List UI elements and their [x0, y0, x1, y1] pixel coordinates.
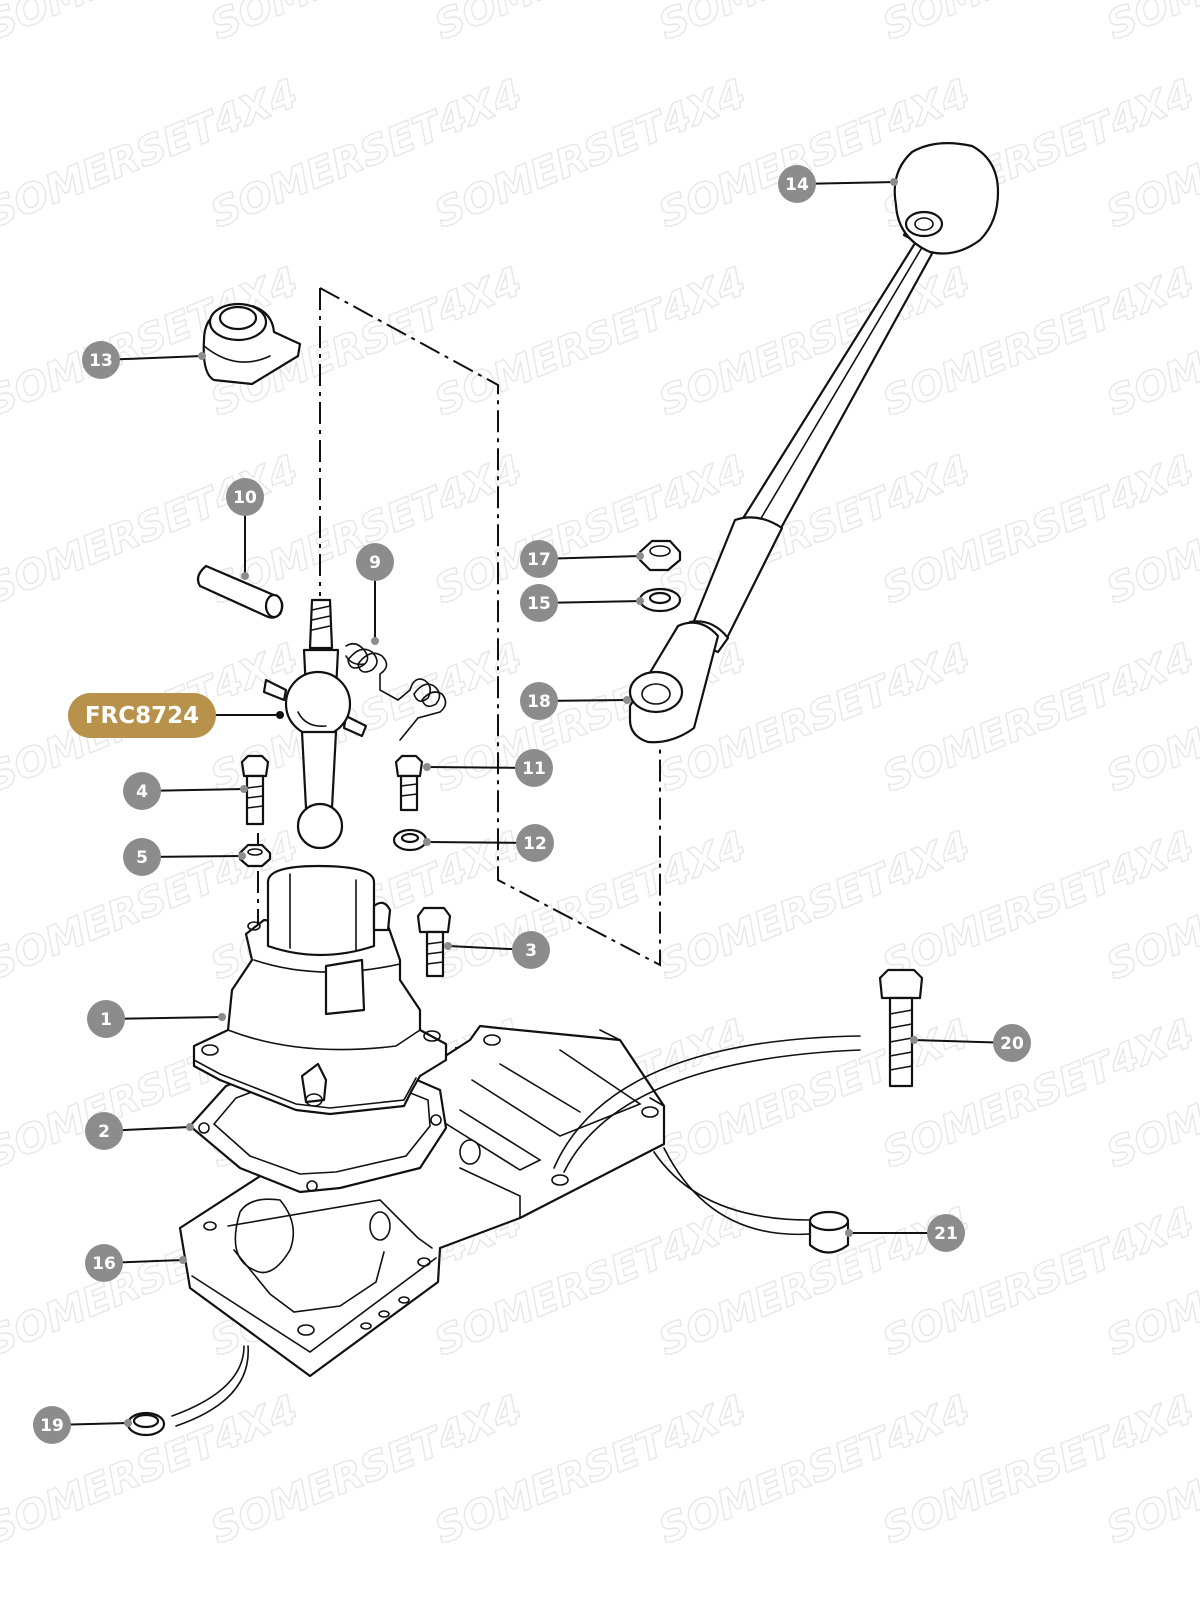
callout-20[interactable]: 20 [910, 1024, 1031, 1062]
callout-badge-5 [123, 838, 161, 876]
callout-21[interactable]: 21 [845, 1214, 965, 1252]
roll-pin[interactable] [196, 564, 284, 619]
callout-15[interactable]: 15 [520, 584, 644, 622]
bush-spacer[interactable] [808, 1210, 850, 1254]
callout-number-11: 11 [522, 759, 546, 779]
callout-14[interactable]: 14 [778, 165, 898, 203]
housing-bolt-top[interactable] [240, 754, 270, 826]
callout-badge-11 [515, 749, 553, 787]
callout-number-14: 14 [785, 175, 809, 195]
leader-dot-17 [636, 552, 644, 560]
callout-number-5: 5 [136, 848, 148, 868]
leader-dot-4 [240, 785, 248, 793]
callout-number-19: 19 [40, 1416, 64, 1436]
housing-nut[interactable] [238, 843, 272, 868]
part-number-label: FRC8724 [85, 703, 199, 729]
callout-badge-18 [520, 682, 558, 720]
callout-badge-2 [85, 1112, 123, 1150]
callout-badge-3 [512, 931, 550, 969]
callout-badge-12 [516, 824, 554, 862]
callout-badge-15 [520, 584, 558, 622]
callout-number-20: 20 [1000, 1034, 1024, 1054]
leader-dot-5 [238, 852, 246, 860]
callout-number-2: 2 [98, 1122, 110, 1142]
leader-dot-1 [218, 1013, 226, 1021]
leader-dot-16 [179, 1256, 187, 1264]
callout-number-4: 4 [136, 782, 148, 802]
callout-badge-21 [927, 1214, 965, 1252]
lever-washer[interactable] [638, 587, 682, 613]
lower-gear-lever-frc8724[interactable] [262, 598, 368, 850]
gear-change-housing[interactable] [192, 864, 448, 1116]
leader-dot-19 [124, 1419, 132, 1427]
callout-number-12: 12 [523, 834, 547, 854]
callout-12[interactable]: 12 [423, 824, 554, 862]
retainer-washer[interactable] [392, 828, 428, 852]
lever-spring[interactable] [345, 642, 447, 741]
callout-19[interactable]: 19 [33, 1406, 132, 1444]
callout-number-16: 16 [92, 1254, 116, 1274]
leader-dot-10 [241, 572, 249, 580]
lever-nut[interactable] [638, 539, 682, 572]
callout-5[interactable]: 5 [123, 838, 246, 876]
housing-bolt-side[interactable] [416, 906, 452, 978]
callout-number-3: 3 [525, 941, 537, 961]
leader-dot-9 [371, 637, 379, 645]
callout-number-10: 10 [233, 488, 257, 508]
retainer-bolt[interactable] [394, 754, 424, 812]
callout-number-21: 21 [934, 1224, 958, 1244]
callout-16[interactable]: 16 [85, 1244, 187, 1282]
leader-dot-2 [186, 1123, 194, 1131]
callout-17[interactable]: 17 [520, 540, 644, 578]
watermark-layer: SOMERSET4X4SOMERSET4X4SOMERSET4X4SOMERSE… [0, 0, 1200, 1554]
hidden-fixing-lines [171, 1035, 861, 1427]
gaiter-boot[interactable] [202, 302, 302, 386]
callout-number-1: 1 [100, 1010, 112, 1030]
callout-1[interactable]: 1 [87, 1000, 226, 1038]
callout-number-17: 17 [527, 550, 551, 570]
callout-3[interactable]: 3 [444, 931, 550, 969]
callout-number-9: 9 [369, 553, 381, 573]
callout-badge-19 [33, 1406, 71, 1444]
leader-dot-14 [890, 178, 898, 186]
callout-badge-10 [226, 478, 264, 516]
callout-badge-16 [85, 1244, 123, 1282]
callout-2[interactable]: 2 [85, 1112, 194, 1150]
leader-line-1 [105, 1016, 223, 1020]
leader-dot-3 [444, 942, 452, 950]
callout-badge-20 [993, 1024, 1031, 1062]
watermark-text: SOMERSET4X4 [1101, 0, 1200, 49]
long-bolt[interactable] [878, 968, 924, 1088]
leader-dot-13 [198, 352, 206, 360]
callout-18[interactable]: 18 [520, 682, 631, 720]
gear-lever-with-knob[interactable] [628, 141, 1000, 744]
gear-change-base-housing[interactable] [178, 1024, 666, 1378]
callout-9[interactable]: 9 [356, 543, 394, 645]
callout-number-13: 13 [89, 351, 113, 371]
part-number-badge[interactable]: FRC8724 [68, 693, 284, 738]
leader-dot-12 [423, 838, 431, 846]
callout-13[interactable]: 13 [82, 341, 206, 379]
leader-dot-21 [845, 1229, 853, 1237]
callout-10[interactable]: 10 [226, 478, 264, 580]
callout-11[interactable]: 11 [423, 749, 553, 787]
o-ring[interactable] [126, 1411, 166, 1437]
callout-badge-4 [123, 772, 161, 810]
callout-badge-14 [778, 165, 816, 203]
callout-number-15: 15 [527, 594, 551, 614]
leader-dot-20 [910, 1036, 918, 1044]
callout-number-18: 18 [527, 692, 551, 712]
leader-dot-15 [636, 597, 644, 605]
callout-4[interactable]: 4 [123, 772, 248, 810]
callout-badge-1 [87, 1000, 125, 1038]
leader-dot-11 [423, 763, 431, 771]
callout-badge-13 [82, 341, 120, 379]
callout-badge-17 [520, 540, 558, 578]
leader-dot-18 [623, 696, 631, 704]
callout-badge-9 [356, 543, 394, 581]
